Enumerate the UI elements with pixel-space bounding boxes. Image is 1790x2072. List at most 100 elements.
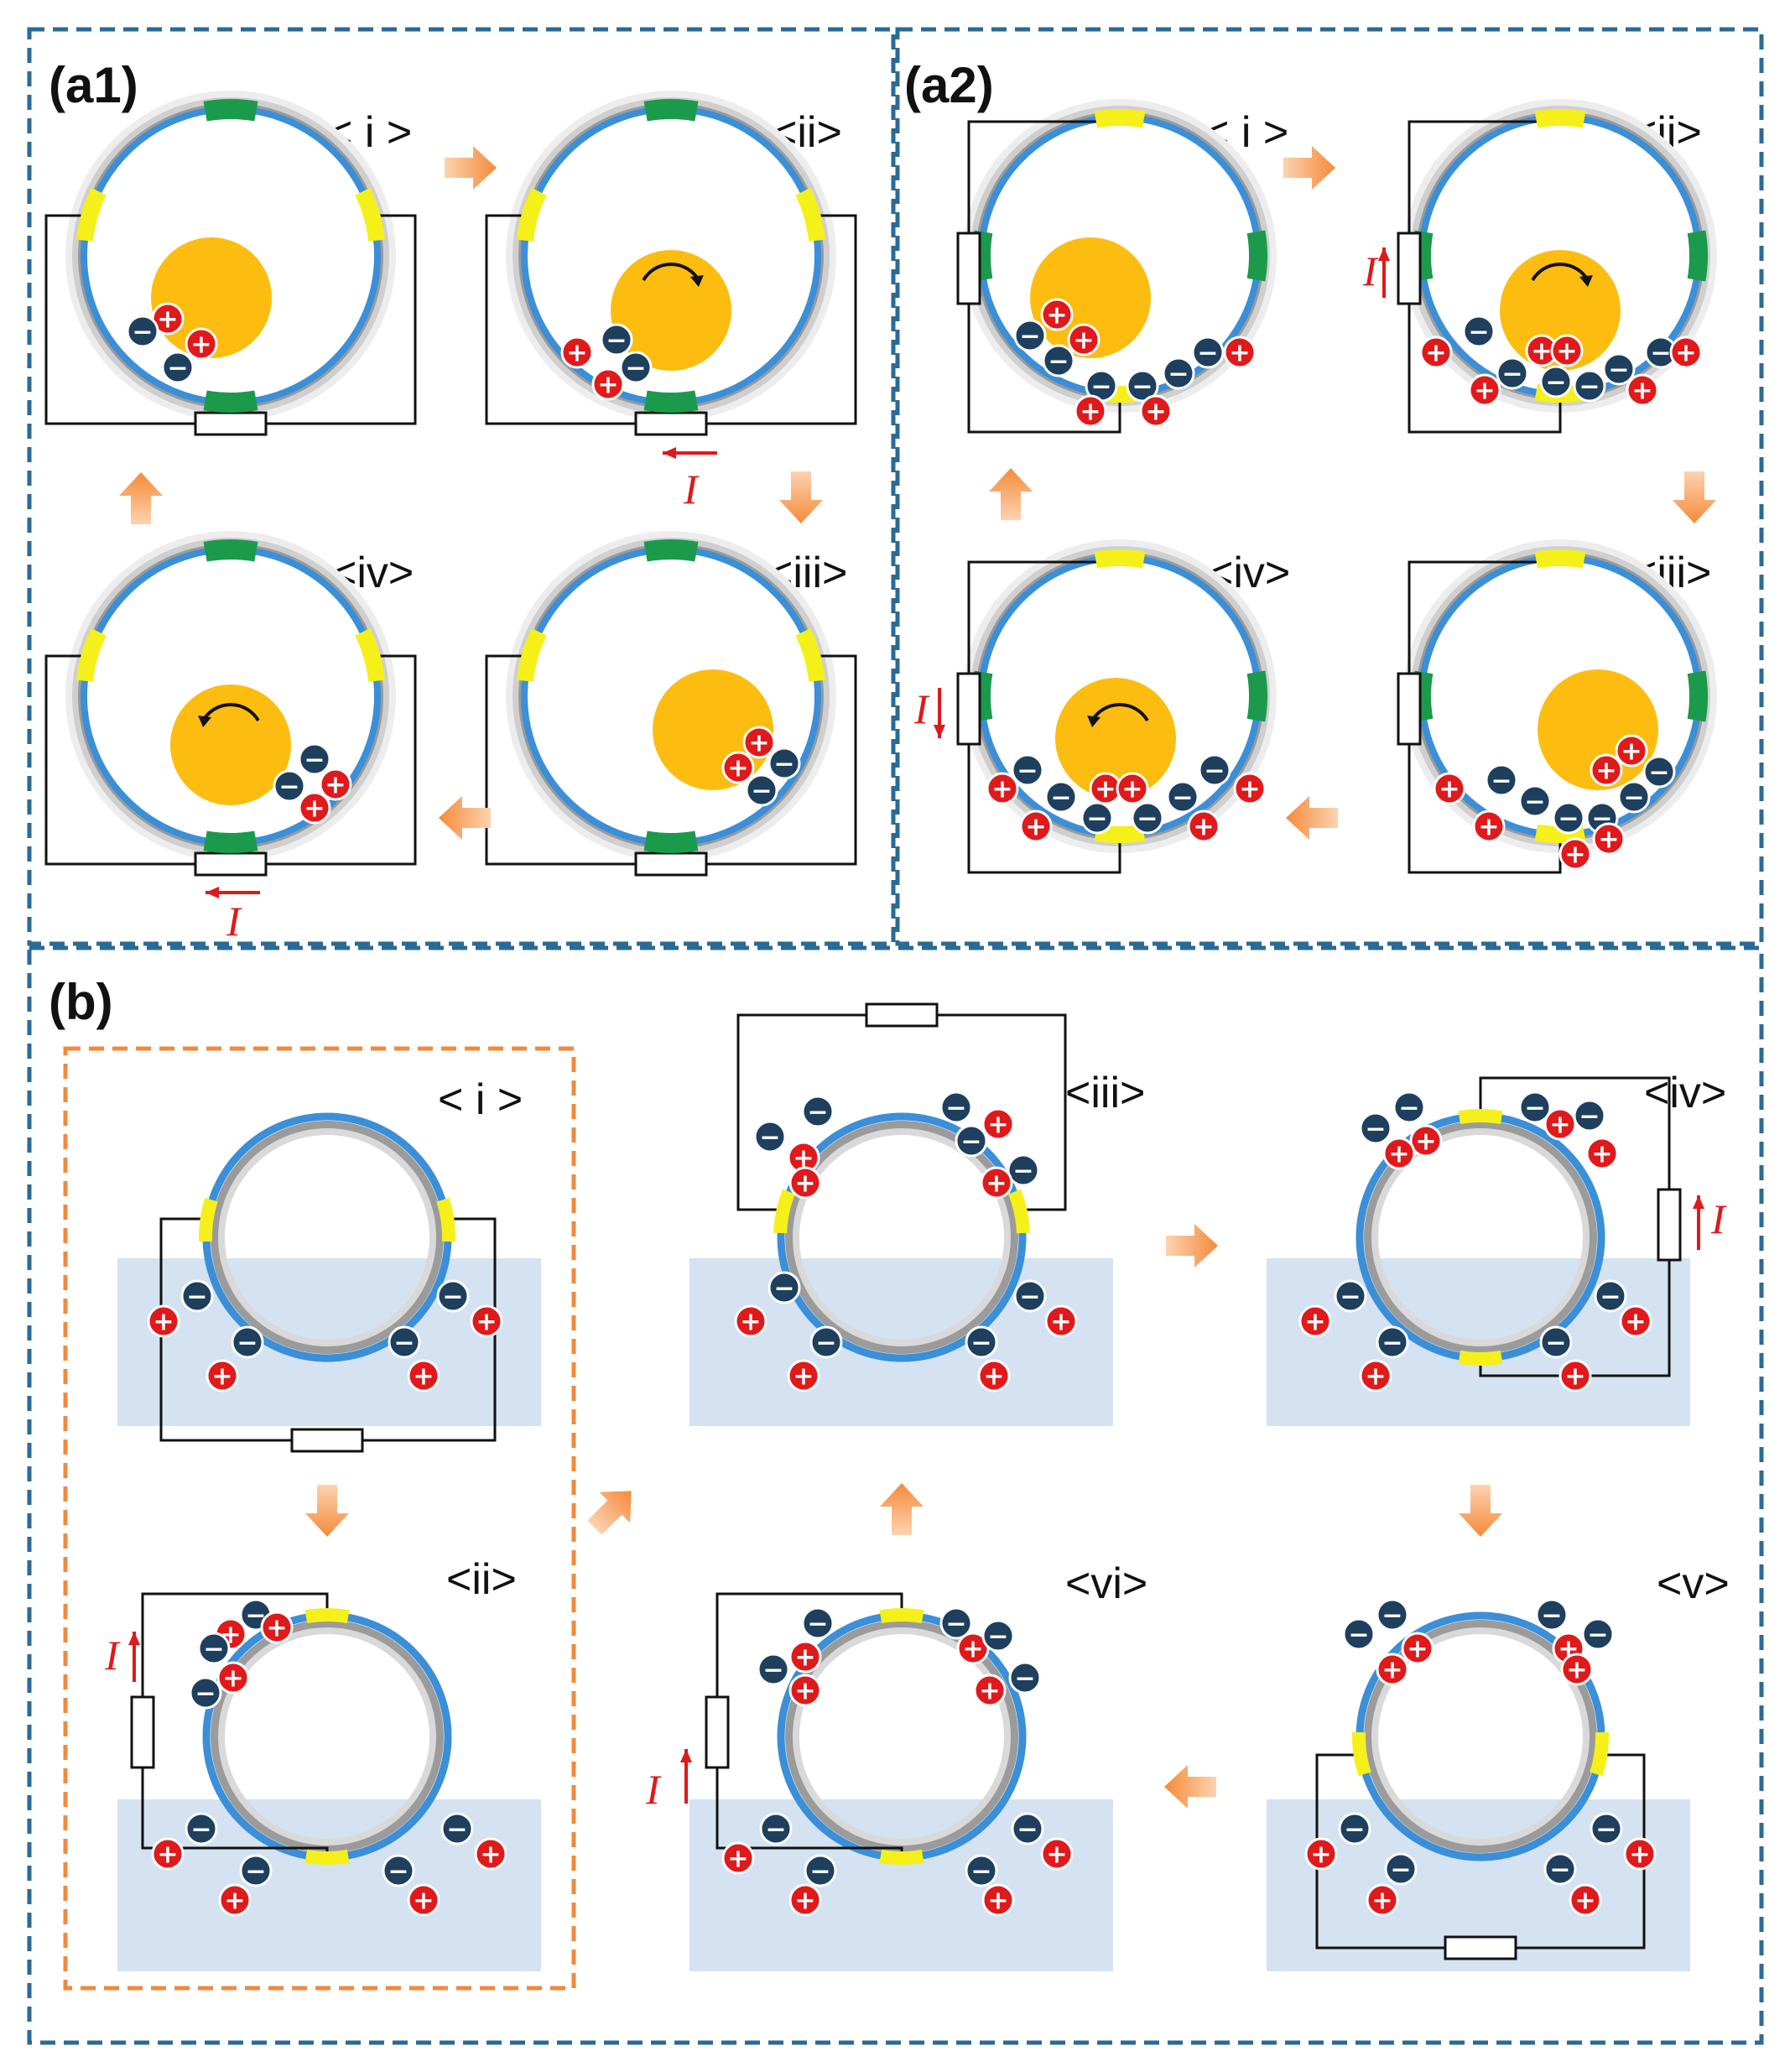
positive-charge: + [1074, 394, 1107, 428]
negative-charge: − [965, 1325, 998, 1359]
flow-arrow [119, 472, 163, 524]
charge-disc [788, 1674, 822, 1707]
yellow-electrode [199, 1197, 218, 1242]
yellow-electrode [1094, 109, 1146, 128]
panel-label-a1: (a1) [49, 57, 138, 113]
arrow-shape [1459, 1485, 1502, 1537]
charge-sign: − [809, 1857, 830, 1887]
charge-disc [1626, 373, 1659, 407]
charge-disc [1126, 369, 1159, 403]
charge-sign: − [1019, 1283, 1040, 1312]
negative-charge: − [1166, 780, 1199, 814]
charge-disc [1539, 365, 1573, 398]
charge-disc [977, 1359, 1011, 1393]
positive-charge: + [1626, 373, 1659, 407]
negative-charge: − [801, 1095, 835, 1128]
negative-charge: − [1162, 357, 1195, 390]
negative-charge: − [1013, 1279, 1047, 1313]
charge-sign: − [1587, 1621, 1608, 1650]
charge-sign: − [1197, 339, 1218, 368]
gray-ring [1364, 1121, 1597, 1354]
green-electrode [643, 390, 699, 413]
negative-charge: − [1008, 1661, 1042, 1695]
negative-charge: − [939, 1606, 973, 1640]
charge-sign: + [1439, 775, 1460, 804]
negative-charge: − [1007, 1153, 1040, 1187]
charge-disc [1433, 772, 1466, 805]
green-electrode [643, 539, 699, 562]
negative-charge: − [939, 1091, 973, 1124]
panel-label-a2: (a2) [904, 57, 994, 113]
charge-disc [474, 1837, 507, 1871]
charge-disc [1419, 336, 1453, 369]
yellow-electrode [1094, 549, 1146, 569]
charge-disc [1496, 357, 1529, 390]
charge-disc [1013, 319, 1047, 352]
charge-sign: + [1556, 337, 1577, 367]
negative-charge: − [965, 1854, 998, 1887]
positive-charge: + [319, 768, 352, 801]
charge-disc [218, 1883, 252, 1917]
positive-charge: + [1233, 772, 1267, 805]
panel-b-highlight-border [63, 1046, 576, 1991]
charge-disc [1198, 753, 1231, 787]
current-arrow-head [934, 725, 945, 738]
green-electrode [972, 670, 993, 722]
charge-disc [1067, 323, 1101, 357]
current-label: I [1710, 1195, 1727, 1242]
charge-sign: + [794, 1169, 815, 1199]
charge-sign: + [1625, 1308, 1646, 1337]
positive-charge: + [474, 1837, 507, 1871]
b-step-vi: <vi> [1065, 1559, 1147, 1608]
charge-sign: + [1304, 1308, 1325, 1337]
charge-disc [1585, 1137, 1619, 1170]
charge-sign: − [1048, 347, 1069, 377]
green-electrode [1413, 670, 1434, 722]
charge-disc [273, 769, 306, 803]
charge-sign: − [815, 1329, 836, 1358]
charge-sign: − [446, 1815, 467, 1845]
charge-sign: + [597, 371, 618, 400]
resistor [956, 672, 981, 746]
positive-charge: + [1409, 1124, 1443, 1158]
negative-charge: − [1392, 1091, 1426, 1124]
negative-charge: − [1334, 1279, 1367, 1313]
positive-charge: + [1401, 1632, 1434, 1665]
charge-sign: − [1014, 1664, 1035, 1694]
positive-charge: + [1550, 334, 1584, 367]
arrow-shape [1164, 1765, 1216, 1809]
charge-sign: + [1239, 775, 1260, 804]
charge-disc [1040, 1837, 1074, 1871]
flow-arrow [587, 1491, 632, 1535]
negative-charge: − [436, 1279, 470, 1313]
charge-sign: − [245, 1857, 266, 1887]
charge-sign: + [986, 1169, 1007, 1199]
current-label: I [913, 685, 930, 732]
negative-charge: − [1573, 1099, 1606, 1132]
negative-charge: − [759, 1812, 793, 1846]
negative-charge: − [298, 742, 331, 776]
flow-arrow [1166, 1224, 1218, 1268]
negative-charge: − [804, 1854, 837, 1887]
charge-sign: + [157, 1840, 178, 1870]
green-electrode [203, 830, 258, 853]
negative-charge: − [1198, 753, 1231, 787]
charge-sign: − [1390, 1856, 1411, 1885]
flow-arrow [1673, 471, 1716, 523]
charge-disc [788, 1640, 822, 1674]
b-step-iv: <iv> [1644, 1069, 1726, 1117]
charge-disc [1560, 1653, 1594, 1686]
charge-disc [1569, 1883, 1602, 1917]
arrow-shape [445, 146, 497, 190]
yellow-electrode [879, 1849, 924, 1865]
charge-disc [239, 1854, 273, 1887]
negative-charge: − [1342, 1617, 1376, 1651]
charge-sign: − [606, 326, 627, 356]
charge-disc [981, 1107, 1015, 1141]
positive-charge: + [1419, 336, 1453, 369]
resistor [1397, 232, 1422, 305]
charge-sign: + [962, 1635, 983, 1664]
charge-disc [1382, 1137, 1416, 1170]
charge-sign: + [1121, 775, 1142, 804]
